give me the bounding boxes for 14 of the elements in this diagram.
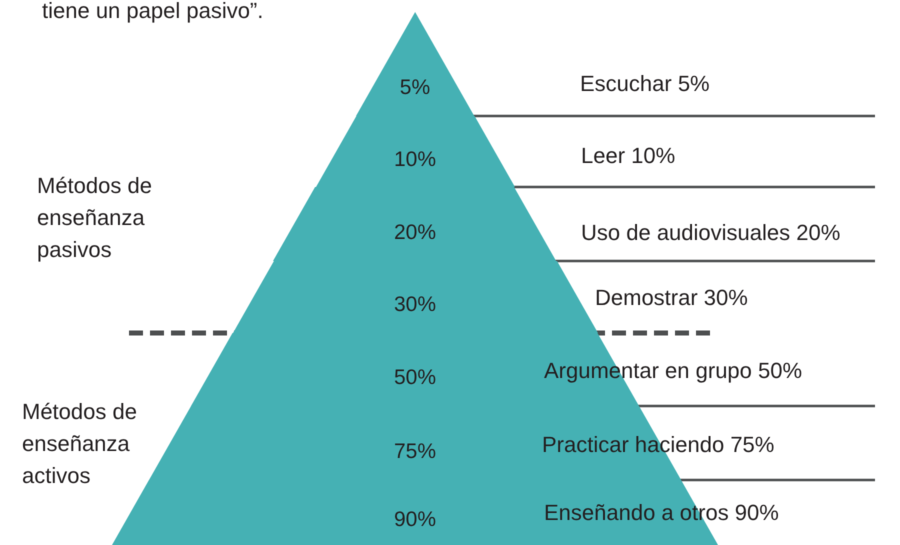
percentage-label: 20% — [394, 221, 436, 245]
note-text: tiene un papel pasivo”. — [42, 0, 264, 22]
method-label: Demostrar 30% — [595, 287, 748, 309]
percentage-label: 5% — [400, 76, 430, 100]
group-label: Métodos de enseñanza activos — [22, 398, 138, 490]
percentage-label: 75% — [394, 440, 436, 464]
method-label: Uso de audiovisuales 20% — [581, 222, 840, 244]
group-label: Métodos de enseñanza pasivos — [37, 172, 153, 264]
method-label: Leer 10% — [581, 145, 676, 167]
percentage-label: 50% — [394, 366, 436, 390]
percentage-label: 30% — [394, 293, 436, 317]
percentage-label: 90% — [394, 508, 436, 532]
method-label: Escuchar 5% — [580, 73, 710, 95]
percentage-label: 10% — [394, 148, 436, 172]
